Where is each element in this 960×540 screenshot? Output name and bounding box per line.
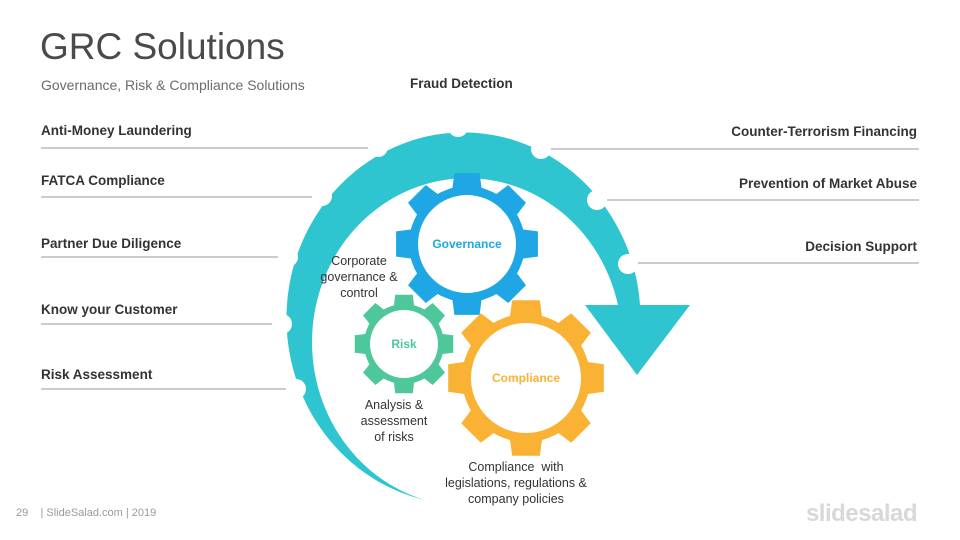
dot-fraud-detection xyxy=(448,117,468,137)
label-anti-money-laundering: Anti-Money Laundering xyxy=(41,123,192,138)
page-subtitle: Governance, Risk & Compliance Solutions xyxy=(41,77,305,93)
footer: 29 | SlideSalad.com | 2019 xyxy=(16,507,156,519)
gear-label-governance: Governance xyxy=(432,237,502,251)
label-counter-terrorism-financing: Counter-Terrorism Financing xyxy=(731,124,917,139)
dot-anti-money-laundering xyxy=(368,137,388,157)
dot-market-abuse xyxy=(587,190,607,210)
dot-risk-assessment xyxy=(286,379,306,399)
page-title: GRC Solutions xyxy=(40,26,285,67)
dot-decision-support xyxy=(618,254,638,274)
cycle-arrow-head xyxy=(585,305,690,375)
gear-risk xyxy=(354,294,454,394)
dot-fatca-compliance xyxy=(312,186,332,206)
band-dots xyxy=(272,117,638,399)
caption-governance: Corporate governance & control xyxy=(320,254,398,300)
label-partner-due-diligence: Partner Due Diligence xyxy=(41,236,182,251)
page-number: 29 xyxy=(16,507,29,519)
dot-partner-due-diligence xyxy=(278,247,298,267)
gear-governance-center xyxy=(418,195,516,293)
label-know-your-customer: Know your Customer xyxy=(41,302,178,317)
label-prevention-of-market-abuse: Prevention of Market Abuse xyxy=(738,176,917,191)
label-fraud-detection: Fraud Detection xyxy=(410,76,513,91)
gear-risk-center xyxy=(370,310,438,378)
dot-counter-terrorism xyxy=(531,139,551,159)
caption-risk: Analysis & assessment of risks xyxy=(360,398,428,444)
gear-label-risk: Risk xyxy=(391,337,417,351)
gear-compliance xyxy=(448,300,604,456)
gear-label-compliance: Compliance xyxy=(491,371,560,385)
label-risk-assessment: Risk Assessment xyxy=(41,367,153,382)
label-decision-support: Decision Support xyxy=(805,239,917,254)
dot-know-your-customer xyxy=(272,314,292,334)
footer-source: | SlideSalad.com | 2019 xyxy=(40,507,157,519)
gear-governance xyxy=(396,173,538,315)
caption-compliance: Compliance with legislations, regulation… xyxy=(445,460,587,506)
brand-logo: slidesalad xyxy=(805,500,918,527)
label-fatca-compliance: FATCA Compliance xyxy=(41,173,165,188)
gear-compliance-center xyxy=(471,323,581,433)
